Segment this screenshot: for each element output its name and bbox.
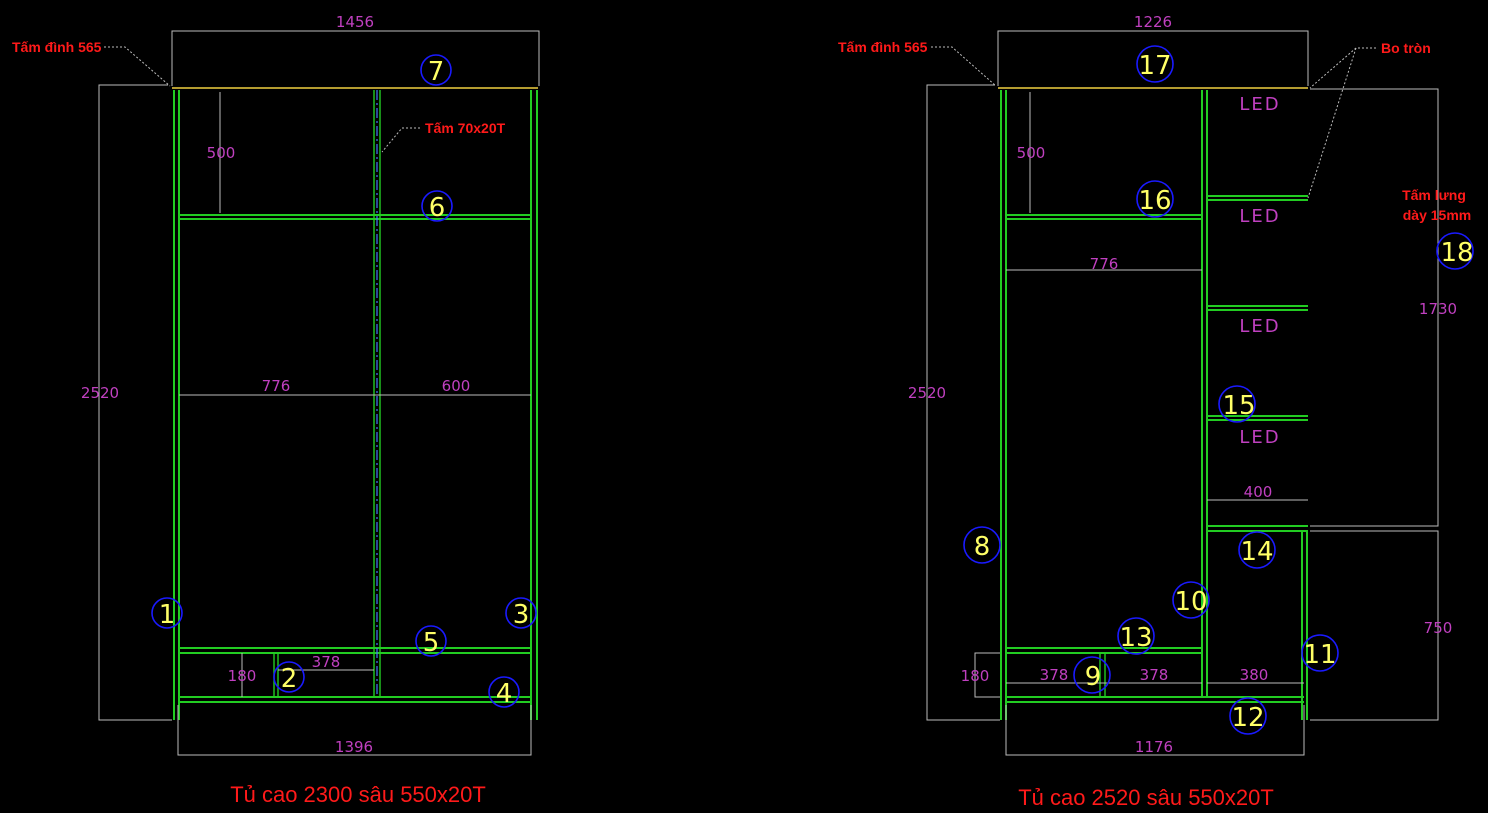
left-dim-drawer-w: 378 <box>312 653 341 671</box>
right-dim-drawer-w3: 380 <box>1240 666 1269 684</box>
right-note-top: Tấm đình 565 <box>838 39 928 55</box>
right-title: Tủ cao 2520 sâu 550x20T <box>1018 785 1274 810</box>
part-9: 9 <box>1085 662 1102 692</box>
right-dim-top-gap: 500 <box>1017 144 1046 162</box>
part-13: 13 <box>1119 623 1152 653</box>
part-12: 12 <box>1231 703 1264 733</box>
part-16: 16 <box>1138 186 1171 216</box>
right-dim-drawer-w1: 378 <box>1040 666 1069 684</box>
left-note-mid: Tấm 70x20T <box>425 120 506 136</box>
part-3: 3 <box>513 600 530 630</box>
left-dim-bottom: 1396 <box>335 738 373 756</box>
left-dim-top-gap: 500 <box>207 144 236 162</box>
left-note-top: Tấm đình 565 <box>12 39 102 55</box>
part-14: 14 <box>1240 537 1273 567</box>
left-dim-left-w: 776 <box>262 377 291 395</box>
right-dim-width-top: 1226 <box>1134 13 1172 31</box>
right-note-back-1: Tấm lưng <box>1402 187 1466 203</box>
led-label-3: LED <box>1239 316 1280 337</box>
left-cabinet: 1456 2520 500 776 600 180 378 1396 Tấm đ… <box>12 13 540 807</box>
left-dim-height: 2520 <box>81 384 119 402</box>
part-1: 1 <box>159 600 176 630</box>
led-label-4: LED <box>1239 427 1280 448</box>
left-title: Tủ cao 2300 sâu 550x20T <box>230 782 486 807</box>
led-label-1: LED <box>1239 94 1280 115</box>
part-11: 11 <box>1303 640 1336 670</box>
right-cabinet: 1226 2520 500 776 1730 400 750 180 378 3… <box>838 13 1474 810</box>
part-18: 18 <box>1440 238 1473 268</box>
left-dim-width-top: 1456 <box>336 13 374 31</box>
right-dim-left-w: 776 <box>1090 255 1119 273</box>
right-dim-bottom: 1176 <box>1135 738 1173 756</box>
right-dim-drawer-h: 180 <box>961 667 990 685</box>
part-4: 4 <box>496 679 513 709</box>
part-8: 8 <box>974 532 991 562</box>
part-10: 10 <box>1174 587 1207 617</box>
right-dim-right-h: 1730 <box>1419 300 1457 318</box>
left-dim-right-w: 600 <box>442 377 471 395</box>
part-6: 6 <box>429 193 446 223</box>
part-15: 15 <box>1222 391 1255 421</box>
right-dim-low-h: 750 <box>1424 619 1453 637</box>
part-17: 17 <box>1138 51 1171 81</box>
led-label-2: LED <box>1239 206 1280 227</box>
part-7: 7 <box>428 57 445 87</box>
right-note-round: Bo tròn <box>1381 40 1431 56</box>
right-dim-height: 2520 <box>908 384 946 402</box>
part-2: 2 <box>281 664 298 694</box>
part-5: 5 <box>423 628 440 658</box>
right-dim-shelf-w: 400 <box>1244 483 1273 501</box>
left-dim-drawer-h: 180 <box>228 667 257 685</box>
right-dim-drawer-w2: 378 <box>1140 666 1169 684</box>
right-note-back-2: dày 15mm <box>1403 207 1471 223</box>
